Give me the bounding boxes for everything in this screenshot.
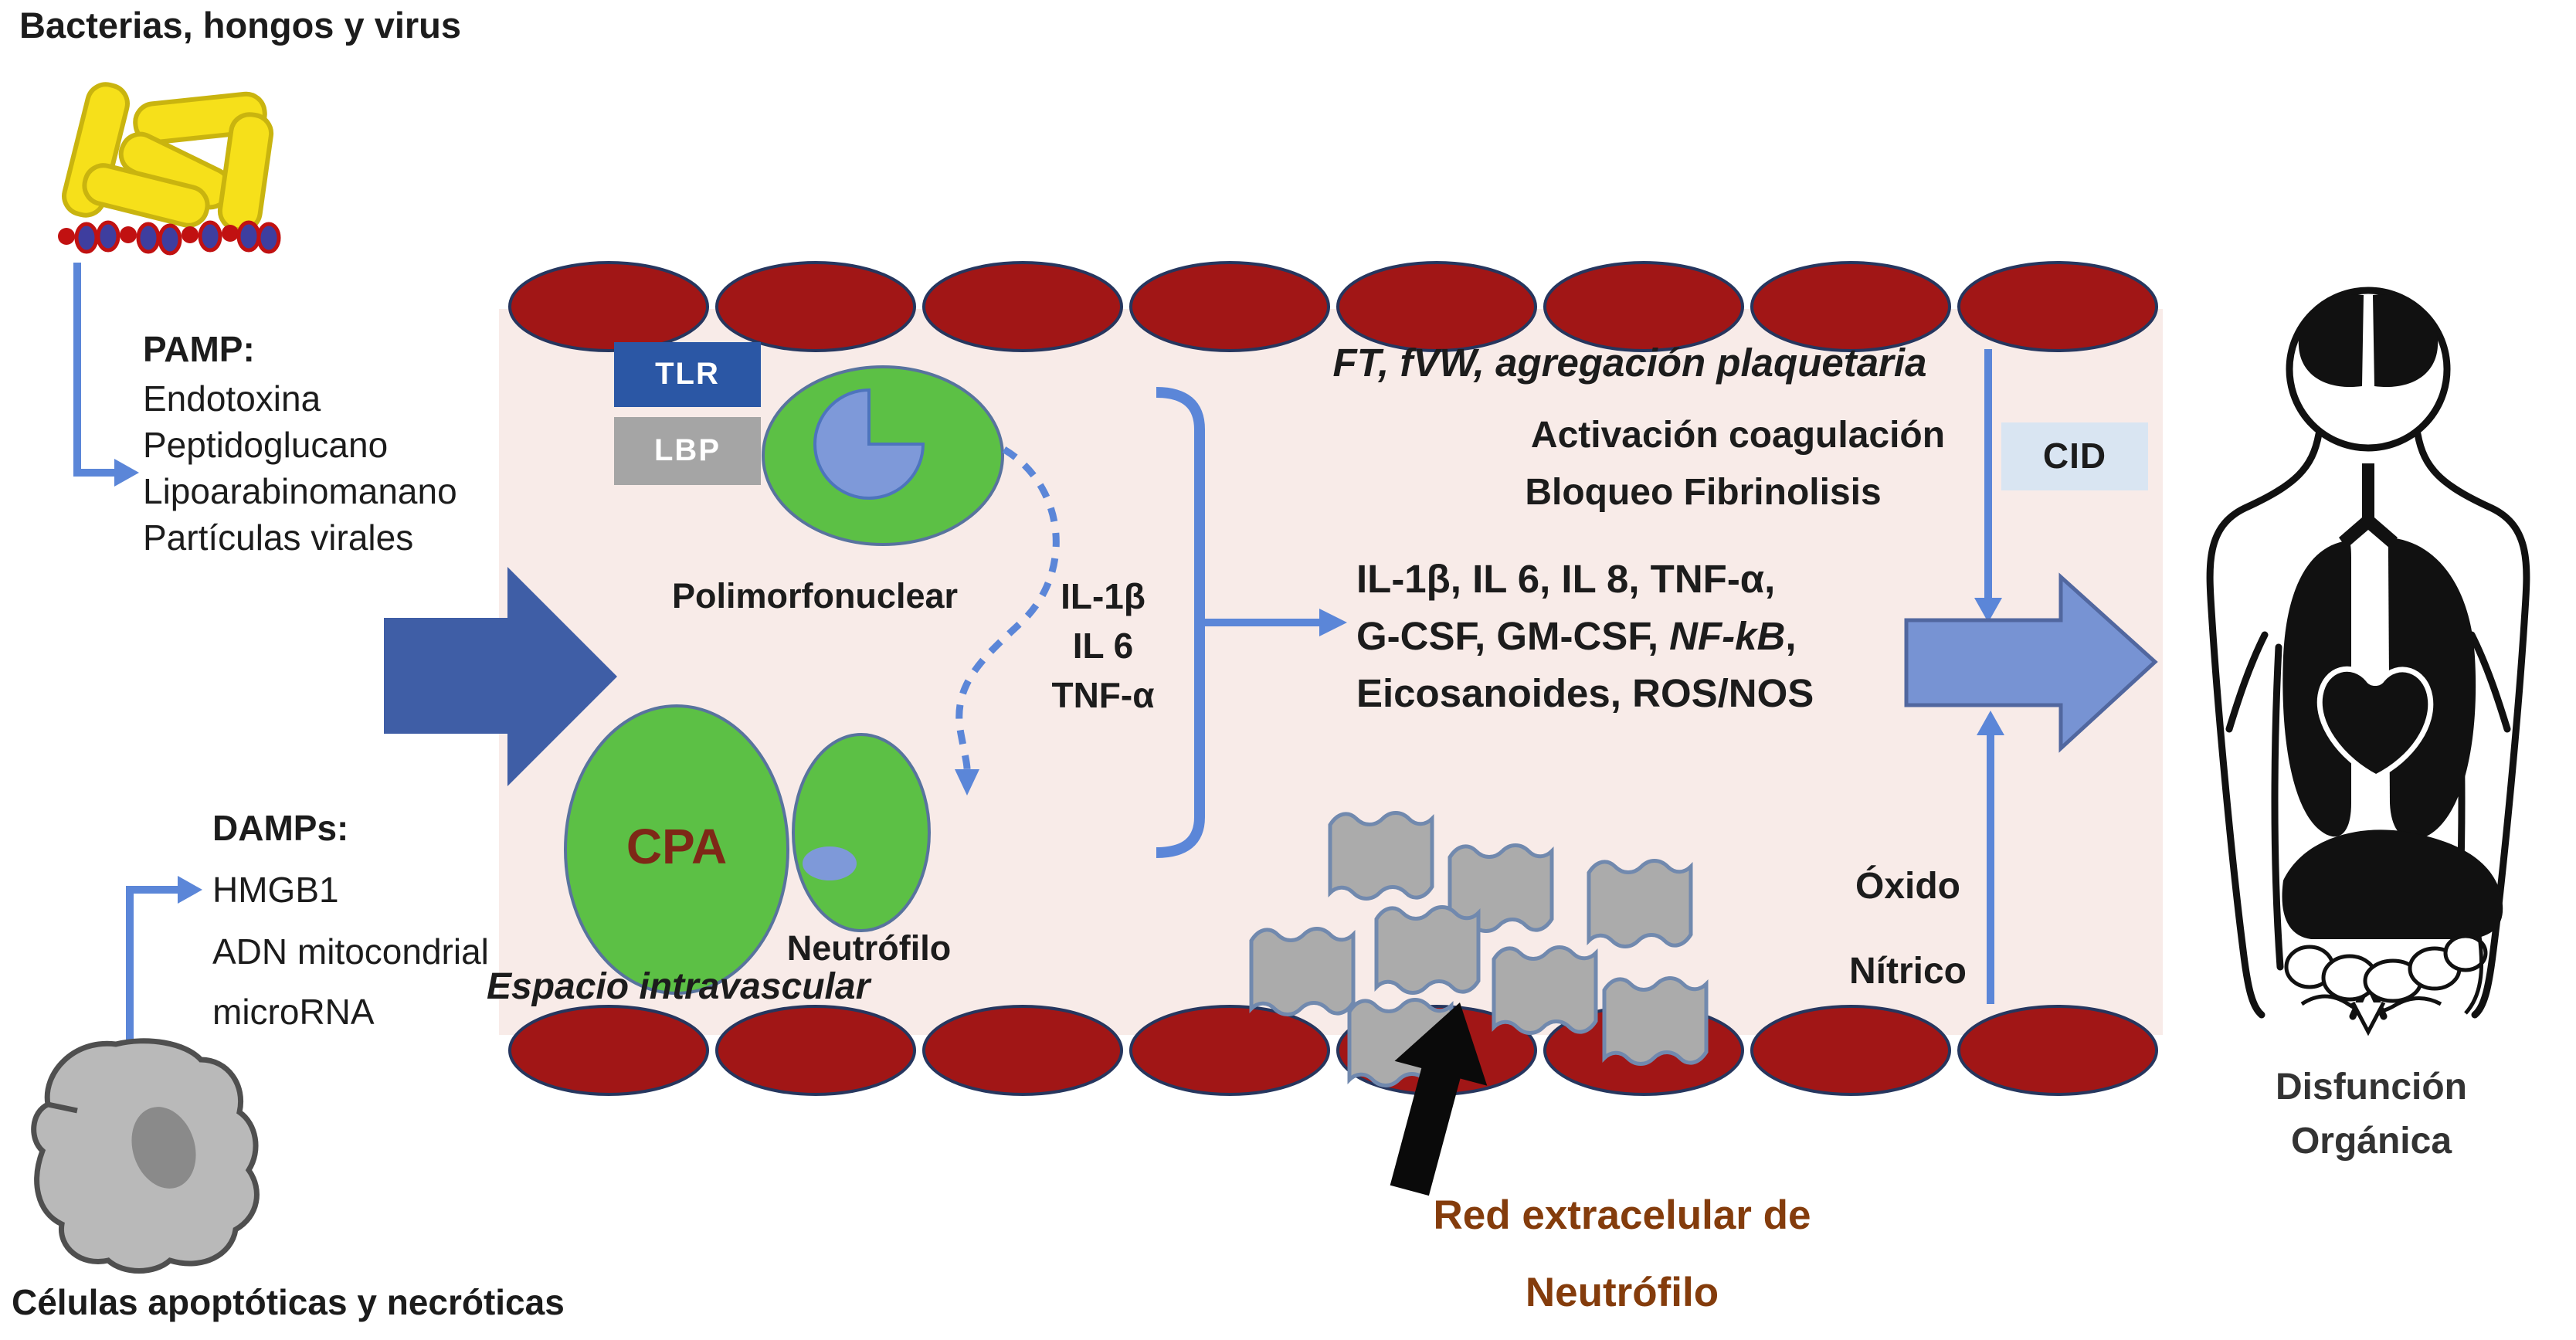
pmn-cell <box>762 365 1004 546</box>
coagulation-activation-label: Activación coagulación <box>1530 415 1946 456</box>
head-outline <box>2286 287 2451 452</box>
nitric-oxide-up-arrow <box>1977 711 2004 1004</box>
organ-dysfunction-line2: Orgánica <box>2290 1121 2452 1162</box>
title-pathogens: Bacterias, hongos y virus <box>19 5 462 46</box>
mediators-line2: G-CSF, GM-CSF, NF-kB, <box>1356 615 1797 657</box>
net-label-line1: Red extracelular de <box>1433 1192 1811 1238</box>
input-arrow <box>384 567 617 786</box>
pmn-nucleus <box>813 388 925 500</box>
migration-dashed-arrow <box>955 446 1060 796</box>
apoptotic-cell-icon <box>31 1038 260 1274</box>
cytokine-bracket <box>1156 387 1205 858</box>
pamp-item: Endotoxina <box>143 378 321 419</box>
brain-icon <box>2298 294 2439 388</box>
lungs-icon <box>2282 463 2476 840</box>
mediators-line3: Eicosanoides, ROS/NOS <box>1356 671 1814 715</box>
neutrophil-nucleus <box>803 846 857 880</box>
viral-particles-icon <box>58 220 281 256</box>
pmn-label: Polimorfonuclear <box>671 576 959 616</box>
organ-dysfunction-line1: Disfunción <box>2276 1067 2467 1108</box>
lbp-label: LBP <box>654 433 721 468</box>
damps-item: HMGB1 <box>212 870 339 910</box>
apoptotic-cells-label: Células apoptóticas y necróticas <box>12 1282 565 1322</box>
mediators-line2-pre: G-CSF, GM-CSF, <box>1356 614 1670 658</box>
cid-box <box>2001 422 2148 490</box>
pamp-heading: PAMP: <box>143 329 255 369</box>
liver-icon <box>2282 829 2503 939</box>
lbp-box <box>614 417 761 485</box>
net-label-line2: Neutrófilo <box>1525 1270 1719 1315</box>
human-body-icon <box>2206 287 2530 1036</box>
early-cytokine: TNF-α <box>1051 675 1155 715</box>
output-arrow <box>1904 572 2158 753</box>
early-cytokine: IL 6 <box>1072 626 1134 666</box>
cid-label: CID <box>2042 436 2107 477</box>
neutrophil-cell <box>792 733 931 932</box>
mediators-line2-nfkb: NF-kB <box>1669 614 1786 658</box>
mediators-line1: IL-1β, IL 6, IL 8, TNF-α, <box>1356 557 1776 601</box>
intravascular-space-label: Espacio intravascular <box>487 966 871 1007</box>
damps-item: ADN mitocondrial <box>212 931 489 972</box>
bacteria-icon <box>62 82 274 232</box>
tlr-label: TLR <box>655 357 720 392</box>
early-cytokine: IL-1β <box>1061 576 1145 616</box>
pamp-arrow <box>73 263 139 487</box>
cpa-label: CPA <box>626 819 728 874</box>
platelet-aggregation-label: FT, fVW, agregación plaquetaria <box>1332 341 1927 385</box>
pamp-item: Lipoarabinomanano <box>143 471 457 511</box>
nitric-oxide-line2: Nítrico <box>1848 951 1967 992</box>
damps-heading: DAMPs: <box>212 808 349 848</box>
tlr-box <box>614 342 761 407</box>
pamp-item: Peptidoglucano <box>143 425 389 465</box>
damps-item: microRNA <box>212 992 375 1032</box>
mediators-line2-post: , <box>1785 614 1797 658</box>
nitric-oxide-line1: Óxido <box>1855 866 1960 907</box>
red-blood-cells-top-row <box>508 261 2158 352</box>
damp-arrow <box>126 876 202 1044</box>
red-blood-cells-bottom-row <box>508 1005 2158 1096</box>
bracket-arrow <box>1202 609 1347 636</box>
pamp-item: Partículas virales <box>143 517 414 558</box>
fibrinolysis-block-label: Bloqueo Fibrinolisis <box>1525 472 1882 513</box>
cid-down-arrow <box>1974 349 2002 623</box>
net-arrow <box>1390 1002 1488 1196</box>
neutrophil-label: Neutrófilo <box>786 928 952 968</box>
cpa-cell <box>564 704 789 995</box>
intestines-icon <box>2284 934 2488 1036</box>
heart-icon <box>2316 666 2434 780</box>
